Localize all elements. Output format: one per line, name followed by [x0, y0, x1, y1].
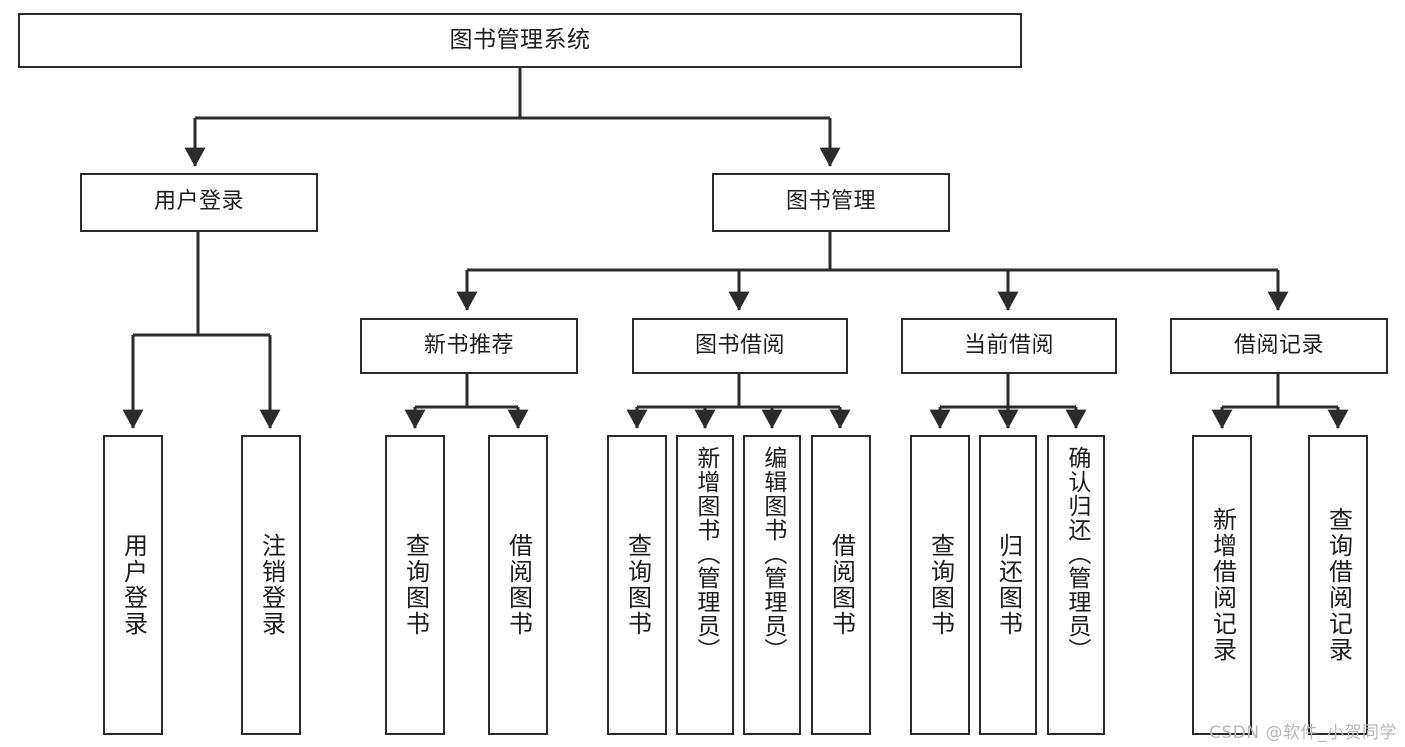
node-leaf-query-book-recommendation[interactable]: 查询图书 [385, 435, 445, 735]
node-label: 查询借阅记录 [1324, 507, 1353, 663]
node-label: 图书管理系统 [449, 26, 591, 53]
node-root-book-management-system[interactable]: 图书管理系统 [18, 13, 1022, 68]
node-label: 确认归还（管理员） [1063, 446, 1090, 662]
node-leaf-query-book-borrow[interactable]: 查询图书 [607, 435, 667, 735]
node-leaf-add-borrow-record[interactable]: 新增借阅记录 [1192, 435, 1252, 735]
node-label: 查询图书 [401, 533, 430, 637]
node-label: 归还图书 [994, 533, 1023, 637]
node-leaf-return-book[interactable]: 归还图书 [979, 435, 1037, 735]
node-leaf-edit-book-admin[interactable]: 编辑图书（管理员） [743, 435, 801, 735]
csdn-watermark: CSDN @软件_小贺同学 [1209, 723, 1397, 743]
node-leaf-query-borrow-record[interactable]: 查询借阅记录 [1308, 435, 1368, 735]
node-current-borrow[interactable]: 当前借阅 [901, 318, 1117, 374]
node-label: 新增图书（管理员） [692, 446, 719, 662]
node-label: 新增借阅记录 [1208, 507, 1237, 663]
node-leaf-confirm-return-admin[interactable]: 确认归还（管理员） [1047, 435, 1105, 735]
node-user-login[interactable]: 用户登录 [80, 173, 318, 232]
node-leaf-user-login[interactable]: 用户登录 [103, 435, 163, 735]
node-label: 图书借阅 [694, 332, 785, 358]
node-label: 查询图书 [926, 533, 955, 637]
node-new-book-recommendation[interactable]: 新书推荐 [360, 318, 578, 374]
node-label: 注销登录 [257, 533, 286, 637]
node-label: 用户登录 [153, 189, 244, 215]
node-label: 编辑图书（管理员） [759, 446, 786, 662]
node-label: 新书推荐 [423, 332, 514, 358]
node-label: 查询图书 [623, 533, 652, 637]
node-leaf-logout-login[interactable]: 注销登录 [241, 435, 301, 735]
node-label: 用户登录 [119, 533, 148, 637]
node-label: 图书管理 [785, 189, 876, 215]
node-label: 借阅图书 [504, 533, 533, 637]
node-leaf-add-book-admin[interactable]: 新增图书（管理员） [676, 435, 734, 735]
node-leaf-borrow-book[interactable]: 借阅图书 [811, 435, 871, 735]
node-leaf-borrow-book-recommendation[interactable]: 借阅图书 [488, 435, 548, 735]
node-book-borrow[interactable]: 图书借阅 [632, 318, 848, 374]
node-label: 借阅图书 [827, 533, 856, 637]
node-leaf-query-book-current[interactable]: 查询图书 [910, 435, 970, 735]
node-borrow-record[interactable]: 借阅记录 [1170, 318, 1388, 374]
node-label: 当前借阅 [963, 332, 1054, 358]
node-book-management[interactable]: 图书管理 [712, 173, 950, 232]
node-label: 借阅记录 [1233, 332, 1324, 358]
